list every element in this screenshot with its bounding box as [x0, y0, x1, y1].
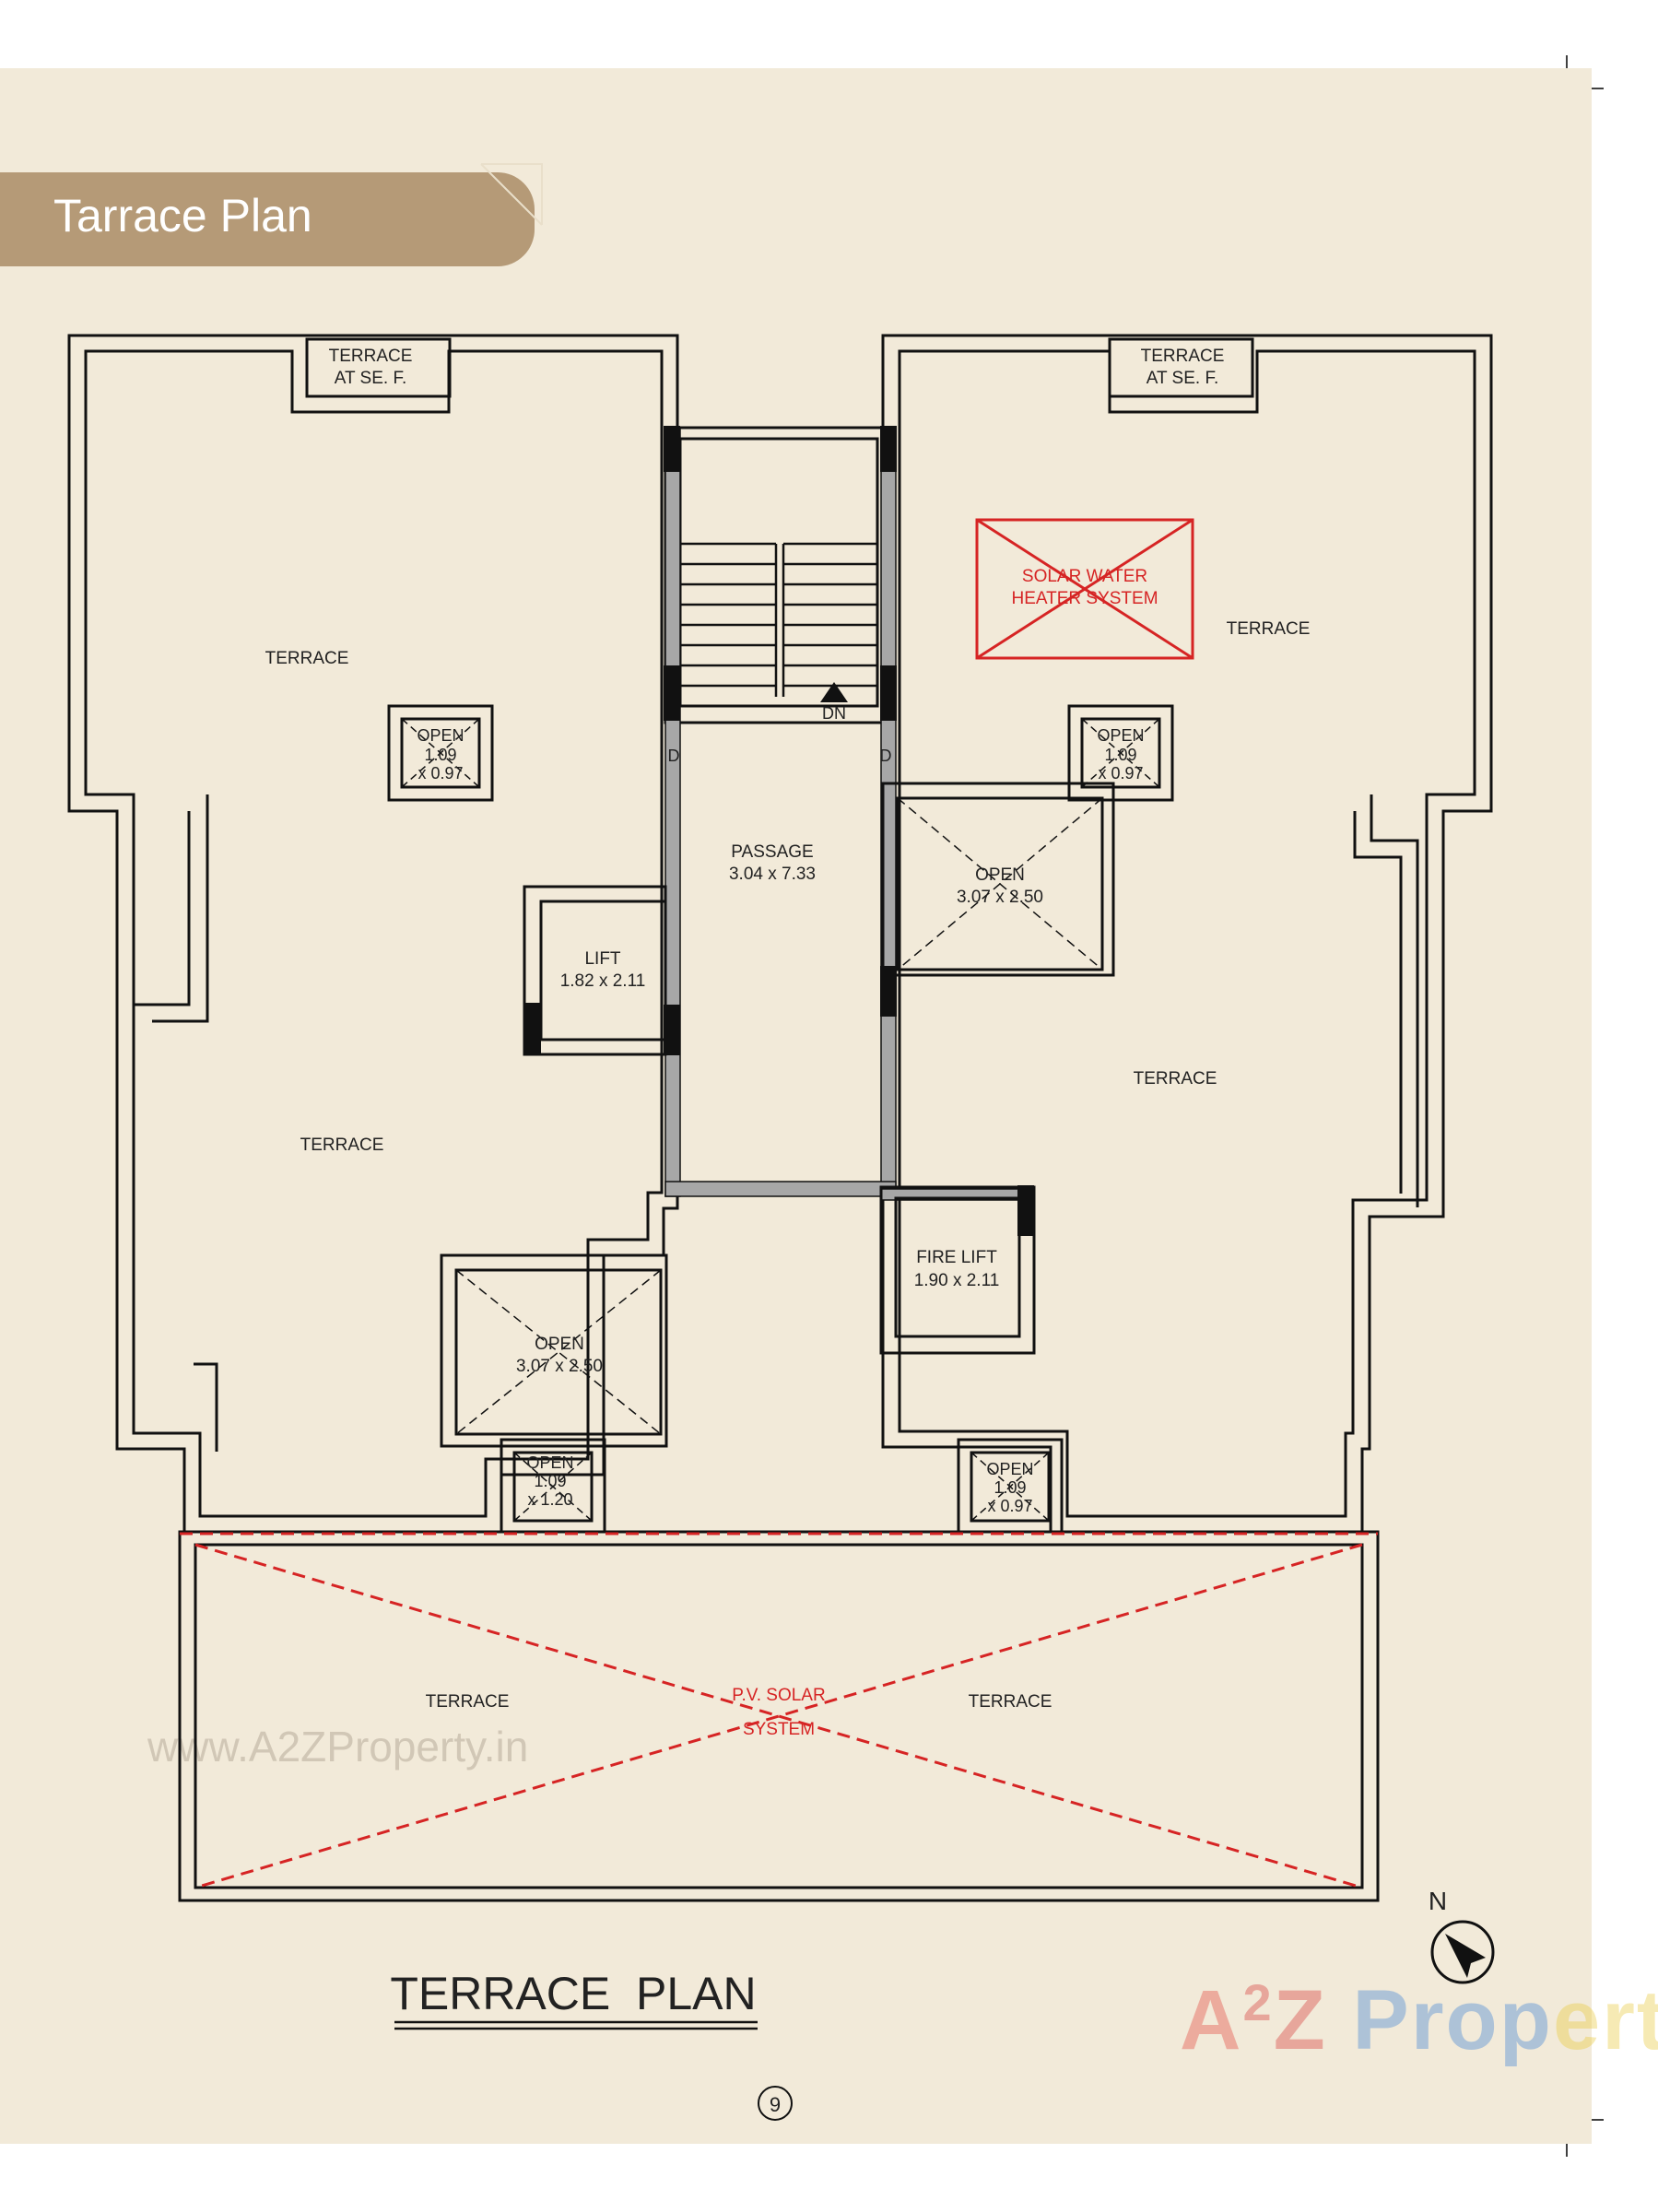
brand-logo-z: Z — [1273, 1973, 1327, 2067]
terrace-left-lower: TERRACE — [300, 1135, 384, 1155]
open-duct-right-big — [881, 782, 1115, 977]
left-wing-outer-wall — [67, 334, 679, 1534]
terrace-right-middle: TERRACE — [1134, 1069, 1217, 1088]
terrace-top-right-line2: AT SE. F. — [1146, 369, 1219, 388]
open-left-small-l1: OPEN — [417, 726, 464, 745]
pv-solar-line1: P.V. SOLAR — [732, 1686, 825, 1705]
open-right-small-l2: 1.09 — [1104, 746, 1136, 764]
passage-dims: 3.04 x 7.33 — [729, 865, 816, 884]
open-duct-bottom-left — [500, 1438, 606, 1534]
page-number-badge — [758, 2086, 793, 2121]
pv-terrace-inner — [194, 1543, 1364, 1889]
brand-logo-erty: erty — [1552, 1973, 1658, 2067]
terrace-bottom-right: TERRACE — [969, 1692, 1052, 1712]
solar-water-heater — [975, 518, 1194, 660]
right-wing-inner-wall — [898, 349, 1476, 1518]
open-right-small-l1: OPEN — [1097, 726, 1144, 745]
open-duct-right-small — [1067, 704, 1174, 802]
terrace-top-left-line1: TERRACE — [329, 347, 413, 366]
open-right-small-l3: x 0.97 — [1098, 764, 1143, 782]
right-wing-outer-wall — [881, 334, 1493, 1534]
passage-wall-bottom — [664, 1181, 897, 1197]
open-bottom-right-l2: 1.09 — [994, 1478, 1026, 1497]
pv-solar-line2: SYSTEM — [743, 1720, 815, 1739]
open-bottom-right-l3: x 0.97 — [987, 1497, 1032, 1515]
page-number: 9 — [770, 2093, 781, 2116]
left-wing-inner-wall — [84, 349, 664, 1518]
open-left-small-l3: x 0.97 — [417, 764, 463, 782]
brand-logo-prop: Prop — [1352, 1973, 1553, 2067]
brand-logo-a: A — [1180, 1973, 1243, 2067]
lift-label: LIFT — [584, 949, 620, 969]
terrace-right-upper: TERRACE — [1227, 619, 1311, 639]
solar-water-line1: SOLAR WATER — [1022, 567, 1147, 586]
open-duct-bottom-right — [957, 1438, 1064, 1534]
terrace-bottom-left: TERRACE — [426, 1692, 510, 1712]
north-arrow-icon — [1430, 1920, 1495, 1984]
plan-title: TERRACE PLAN — [390, 1968, 756, 2019]
terrace-se-box-left — [305, 337, 452, 398]
north-label: N — [1429, 1887, 1447, 1915]
title-banner: Tarrace Plan — [0, 172, 535, 266]
fire-lift-shaft — [879, 1185, 1036, 1355]
door-right-label: D — [880, 747, 892, 765]
open-bottom-left-l2: 1.09 — [534, 1472, 566, 1490]
open-duct-left-small — [387, 704, 494, 802]
watermark-url: www.A2ZProperty.in — [147, 1723, 529, 1771]
terrace-se-box-right — [1108, 337, 1254, 398]
open-bottom-left-l3: x 1.20 — [527, 1490, 572, 1509]
terrace-top-left-line2: AT SE. F. — [335, 369, 407, 388]
open-left-big-l2: 3.07 x 2.50 — [516, 1357, 603, 1376]
terrace-top-right-line1: TERRACE — [1141, 347, 1225, 366]
passage-wall-left — [664, 427, 681, 1197]
stair-dn-label: DN — [822, 704, 846, 723]
lift-shaft — [523, 885, 667, 1056]
stair-down-arrow — [820, 682, 848, 702]
pv-solar-system — [180, 1532, 1378, 1889]
fire-lift-dims: 1.90 x 2.11 — [914, 1271, 1000, 1290]
terrace-left-upper: TERRACE — [265, 649, 349, 668]
open-left-big-l1: OPEN — [535, 1335, 584, 1354]
open-right-big-l2: 3.07 x 2.50 — [957, 888, 1043, 907]
open-left-small-l2: 1.09 — [424, 746, 456, 764]
door-left-label: D — [668, 747, 680, 765]
stair-core — [664, 426, 894, 724]
open-bottom-right-l1: OPEN — [986, 1460, 1033, 1478]
passage-label: PASSAGE — [731, 842, 813, 862]
pv-terrace-outer — [178, 1530, 1380, 1902]
brand-logo: A2Z Property — [1180, 1972, 1658, 2069]
open-duct-left-big — [440, 1253, 668, 1448]
open-right-big-l1: OPEN — [975, 865, 1025, 885]
brand-logo-2: 2 — [1242, 1973, 1274, 2031]
lift-dims: 1.82 x 2.11 — [560, 971, 646, 991]
brochure-page — [0, 68, 1592, 2144]
solar-water-line2: HEATER SYSTEM — [1011, 589, 1158, 608]
open-bottom-left-l1: OPEN — [526, 1453, 573, 1472]
fire-lift-label: FIRE LIFT — [916, 1248, 997, 1267]
page-title: Tarrace Plan — [53, 190, 312, 241]
banner-corner-decoration — [480, 163, 543, 226]
